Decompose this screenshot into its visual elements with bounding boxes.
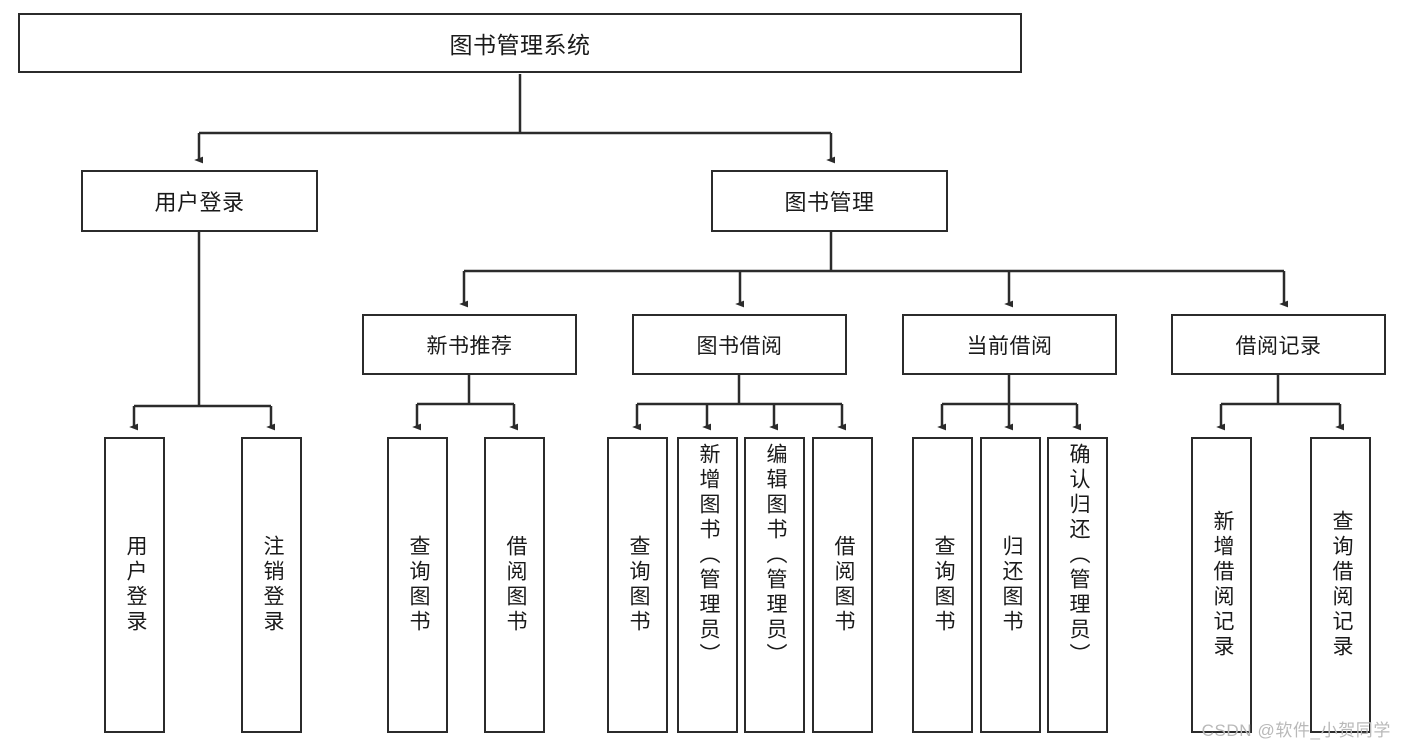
node-label: 查询图书 xyxy=(626,535,650,635)
node-label: 新书推荐 xyxy=(426,334,513,358)
leaf-user-login[interactable]: 用户登录 xyxy=(104,437,165,733)
node-borrowing-records[interactable]: 借阅记录 xyxy=(1171,314,1386,375)
node-label: 当前借阅 xyxy=(966,334,1053,358)
node-label: 用户登录 xyxy=(123,535,147,635)
node-label: 图书管理 xyxy=(784,190,875,215)
leaf-logout[interactable]: 注销登录 xyxy=(241,437,302,733)
node-user-login[interactable]: 用户登录 xyxy=(81,170,318,232)
node-label: 借阅图书 xyxy=(503,535,527,635)
node-current-borrowing[interactable]: 当前借阅 xyxy=(902,314,1117,375)
leaf-query-book-current[interactable]: 查询图书 xyxy=(912,437,973,733)
leaf-add-borrow-record[interactable]: 新增借阅记录 xyxy=(1191,437,1252,733)
leaf-borrow-book-recommend[interactable]: 借阅图书 xyxy=(484,437,545,733)
node-label: 图书管理系统 xyxy=(449,32,591,58)
node-label: 借阅记录 xyxy=(1235,334,1322,358)
leaf-confirm-return-admin[interactable]: 确认归还（管理员） xyxy=(1047,437,1108,733)
leaf-borrow-book[interactable]: 借阅图书 xyxy=(812,437,873,733)
node-root-book-management-system[interactable]: 图书管理系统 xyxy=(18,13,1022,73)
leaf-return-book[interactable]: 归还图书 xyxy=(980,437,1041,733)
node-label: 新增借阅记录 xyxy=(1210,510,1234,660)
leaf-edit-book-admin[interactable]: 编辑图书（管理员） xyxy=(744,437,805,733)
node-label: 用户登录 xyxy=(154,190,245,215)
leaf-add-book-admin[interactable]: 新增图书（管理员） xyxy=(677,437,738,733)
node-label: 查询借阅记录 xyxy=(1329,510,1353,660)
node-label: 编辑图书（管理员） xyxy=(763,443,787,668)
leaf-query-borrow-record[interactable]: 查询借阅记录 xyxy=(1310,437,1371,733)
node-label: 新增图书（管理员） xyxy=(696,443,720,668)
node-label: 查询图书 xyxy=(931,535,955,635)
node-book-management[interactable]: 图书管理 xyxy=(711,170,948,232)
node-new-book-recommendation[interactable]: 新书推荐 xyxy=(362,314,577,375)
node-label: 注销登录 xyxy=(260,535,284,635)
node-label: 借阅图书 xyxy=(831,535,855,635)
leaf-query-book-borrow[interactable]: 查询图书 xyxy=(607,437,668,733)
node-label: 确认归还（管理员） xyxy=(1066,443,1090,668)
node-label: 查询图书 xyxy=(406,535,430,635)
leaf-query-book-recommend[interactable]: 查询图书 xyxy=(387,437,448,733)
node-label: 归还图书 xyxy=(999,535,1023,635)
node-book-borrowing[interactable]: 图书借阅 xyxy=(632,314,847,375)
watermark-text: CSDN @软件_小贺同学 xyxy=(1201,721,1391,740)
node-label: 图书借阅 xyxy=(696,334,783,358)
